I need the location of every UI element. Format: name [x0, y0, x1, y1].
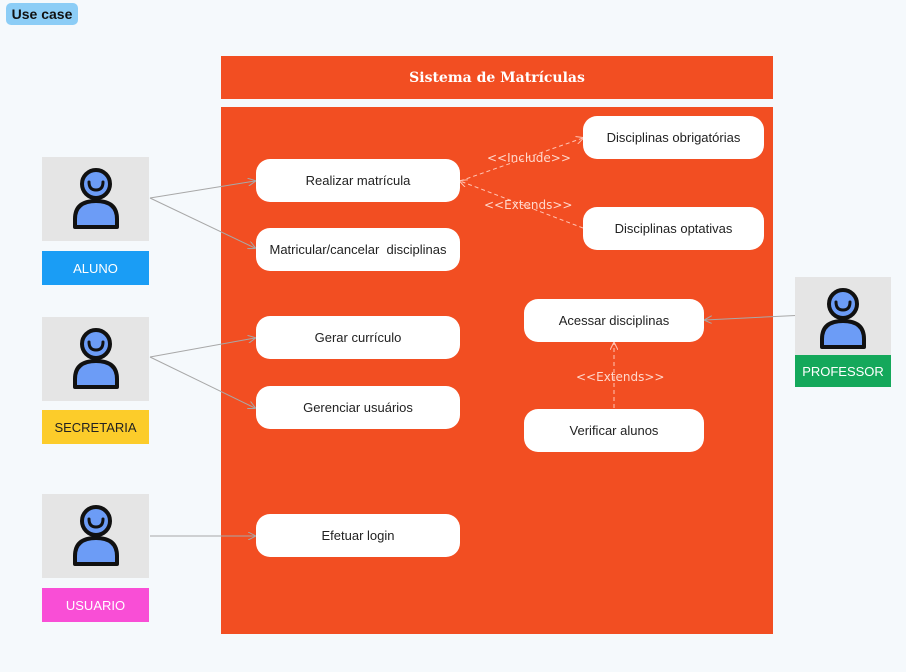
usecase-disciplinas-optativas[interactable]: Disciplinas optativas	[583, 207, 764, 250]
actor-label-usuario: USUARIO	[42, 588, 149, 622]
usecase-gerar-curriculo[interactable]: Gerar currículo	[256, 316, 460, 359]
person-icon	[72, 328, 119, 389]
person-icon	[72, 168, 119, 229]
actor-secretaria[interactable]	[42, 317, 149, 401]
system-title: Sistema de Matrículas	[221, 56, 773, 99]
actor-usuario[interactable]	[42, 494, 149, 578]
usecase-verificar-alunos[interactable]: Verificar alunos	[524, 409, 704, 452]
extends-label-verificar: <<Extends>>	[576, 370, 665, 384]
person-icon	[72, 505, 119, 566]
usecase-acessar-disciplinas[interactable]: Acessar disciplinas	[524, 299, 704, 342]
person-icon	[820, 288, 866, 349]
actor-label-professor: PROFESSOR	[795, 355, 891, 387]
usecase-gerenciar-usuarios[interactable]: Gerenciar usuários	[256, 386, 460, 429]
usecase-disciplinas-obrigatorias[interactable]: Disciplinas obrigatórias	[583, 116, 764, 159]
usecase-matricular-cancelar[interactable]: Matricular/cancelar disciplinas	[256, 228, 460, 271]
actor-label-aluno: ALUNO	[42, 251, 149, 285]
actor-professor[interactable]	[795, 277, 891, 361]
usecase-efetuar-login[interactable]: Efetuar login	[256, 514, 460, 557]
actor-label-secretaria: SECRETARIA	[42, 410, 149, 444]
actor-aluno[interactable]	[42, 157, 149, 241]
use-case-badge: Use case	[6, 3, 78, 25]
extends-label-optativas: <<Extends>>	[484, 198, 573, 212]
include-label: <<Include>>	[487, 151, 571, 165]
usecase-realizar-matricula[interactable]: Realizar matrícula	[256, 159, 460, 202]
